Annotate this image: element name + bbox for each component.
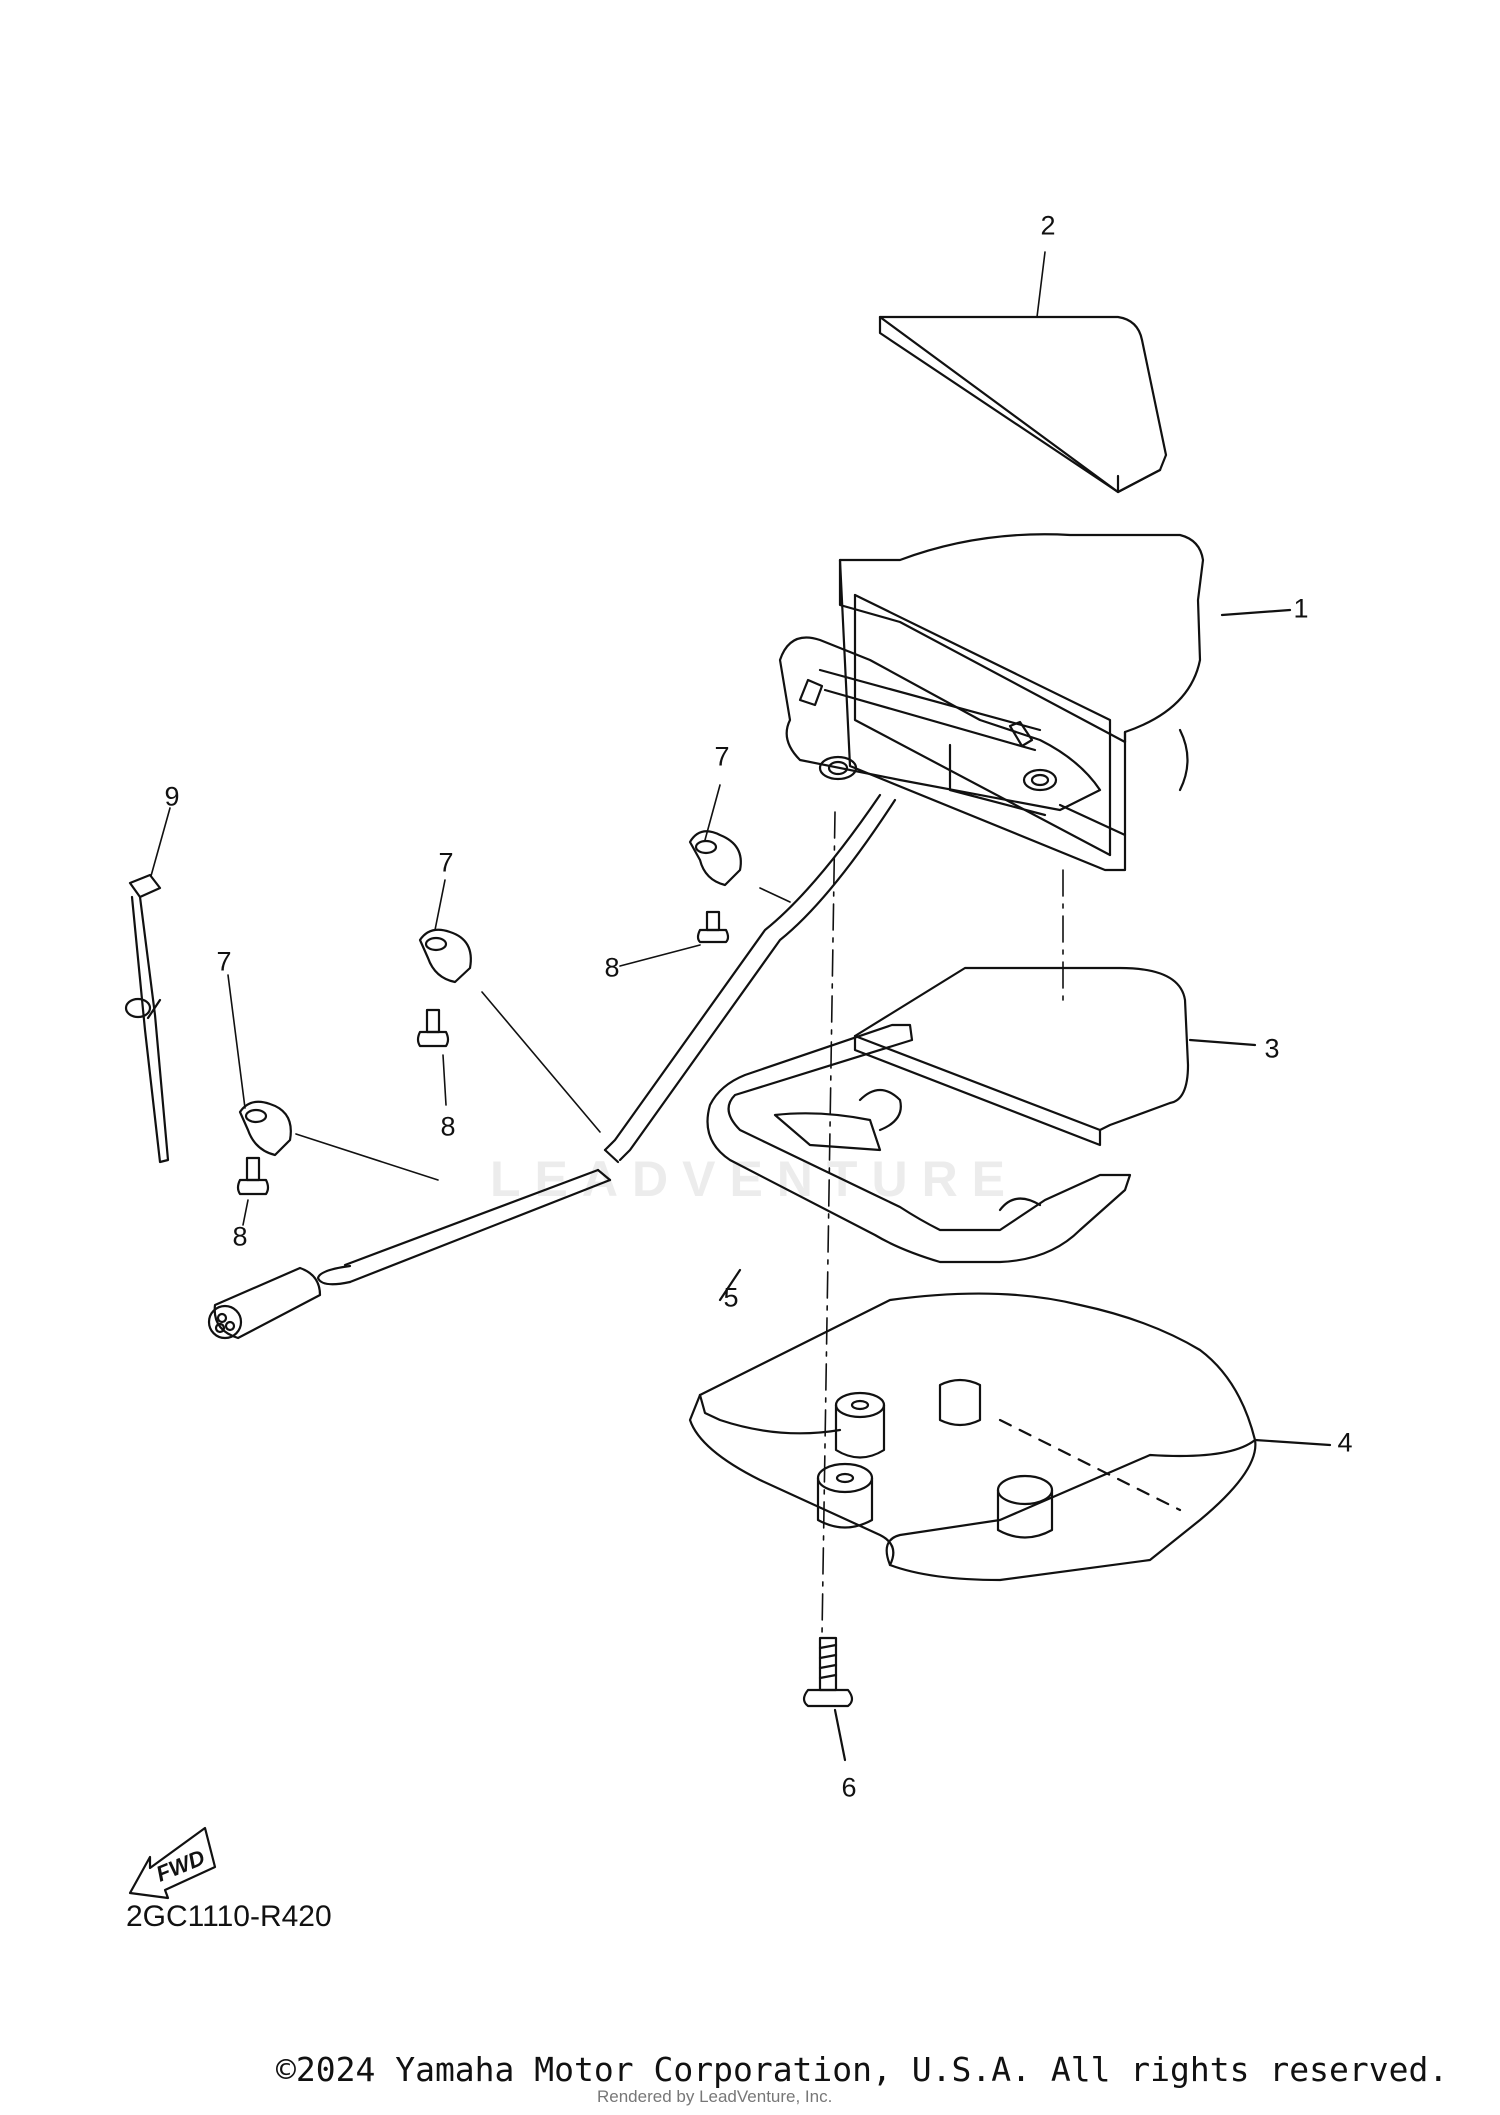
wire-harness (207, 793, 897, 1340)
callout-line-5 (718, 1268, 742, 1302)
callout-7b: 7 (438, 847, 454, 878)
part-7-clamp-b (418, 928, 472, 984)
callout-7a: 7 (714, 741, 730, 772)
diagram-code: 2GC1110-R420 (126, 1900, 332, 1933)
callout-3: 3 (1264, 1033, 1280, 1064)
part-3-gasket (853, 966, 1190, 1147)
part-7-clamp-a (688, 830, 742, 887)
copyright-notice: ©2024 Yamaha Motor Corporation, U.S.A. A… (276, 2050, 1449, 2089)
part-1-taillight-housing (778, 533, 1205, 872)
callout-line-3 (1188, 1038, 1257, 1047)
part-4-base (688, 1292, 1257, 1582)
callout-8b: 8 (440, 1111, 456, 1142)
callout-4: 4 (1337, 1427, 1353, 1458)
callout-6: 6 (841, 1772, 857, 1803)
callout-line-4 (1253, 1438, 1332, 1447)
fwd-label: FWD (153, 1845, 209, 1887)
part-2-lens-cover (878, 315, 1168, 494)
part-9-cable-tie (124, 873, 170, 1164)
part-5-seal (706, 1023, 1132, 1264)
part-7-clamp-c (238, 1100, 292, 1157)
part-8-screw-a (696, 910, 730, 944)
rendered-by-notice: Rendered by LeadVenture, Inc. (597, 2087, 833, 2106)
part-6-screw (802, 1636, 854, 1708)
callout-5: 5 (723, 1282, 739, 1313)
callout-9: 9 (164, 781, 180, 812)
part-8-screw-b (416, 1008, 450, 1048)
callout-line-1 (1220, 608, 1292, 617)
callout-1: 1 (1293, 593, 1309, 624)
callout-leaders (150, 251, 1046, 1226)
callout-8c: 8 (232, 1221, 248, 1252)
part-8-screw-c (236, 1156, 270, 1196)
callout-2: 2 (1040, 210, 1056, 241)
callout-8a: 8 (604, 952, 620, 983)
fwd-arrow-icon (128, 1826, 217, 1900)
callout-line-6 (833, 1708, 847, 1762)
callout-7c: 7 (216, 946, 232, 977)
